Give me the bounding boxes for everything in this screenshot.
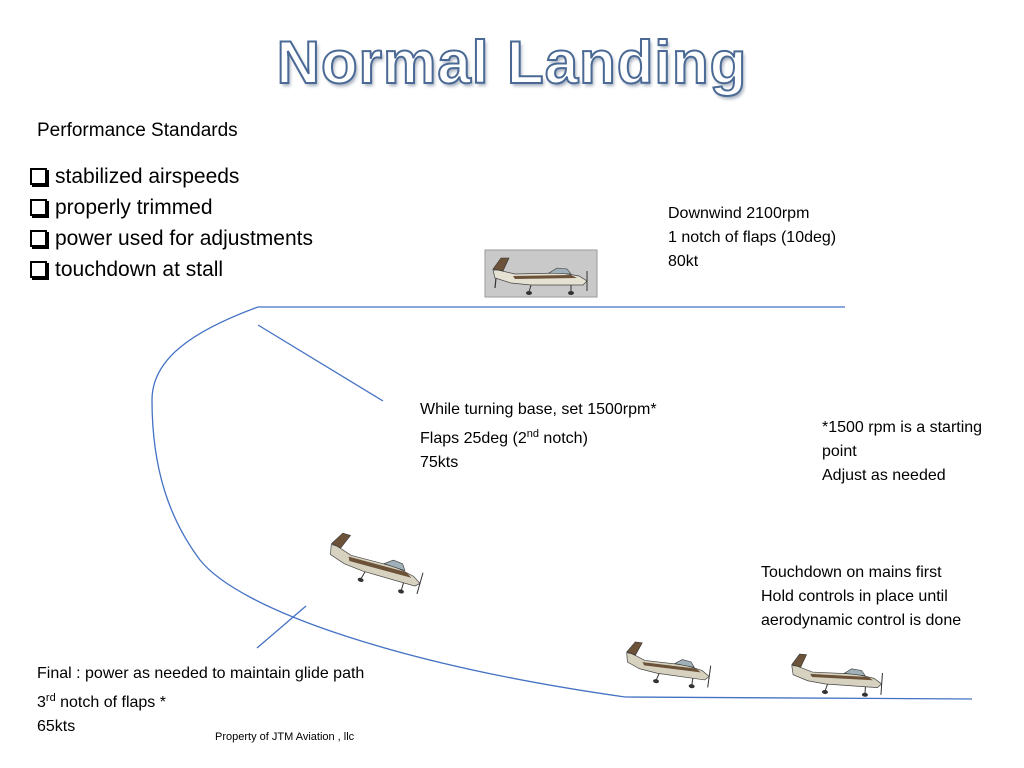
- base-callout-line: [257, 324, 384, 402]
- final-note-text: 3: [37, 694, 46, 711]
- checkbox-icon: [30, 168, 47, 185]
- checkbox-icon: [30, 261, 47, 278]
- rpm-note-line: point: [822, 443, 857, 460]
- base-note: While turning base, set 1500rpm* Flaps 2…: [420, 398, 657, 475]
- airplane-icon: [791, 653, 883, 697]
- checklist-item: stabilized airspeeds: [30, 161, 313, 192]
- downwind-note-line: 1 notch of flaps (10deg): [668, 229, 837, 246]
- downwind-note: Downwind 2100rpm 1 notch of flaps (10deg…: [668, 202, 836, 274]
- downwind-note-line: 80kt: [668, 253, 699, 270]
- checkbox-icon: [30, 199, 47, 216]
- rpm-note-line: *1500 rpm is a starting: [822, 419, 983, 436]
- touchdown-airplane-image: [788, 653, 892, 702]
- checkbox-icon: [30, 230, 47, 247]
- rpm-note-line: Adjust as needed: [822, 467, 946, 484]
- slide-title: Normal Landing: [276, 28, 748, 97]
- base-note-superscript: nd: [526, 428, 539, 440]
- rpm-note: *1500 rpm is a starting point Adjust as …: [822, 416, 982, 488]
- checklist-item-label: stabilized airspeeds: [55, 165, 240, 188]
- touchdown-note-line: Touchdown on mains first: [761, 564, 942, 581]
- airplane-icon: [484, 249, 598, 298]
- checklist-item-label: touchdown at stall: [55, 258, 224, 281]
- final-note-line: Final : power as needed to maintain glid…: [37, 665, 365, 682]
- final-note-superscript: rd: [45, 692, 56, 704]
- checklist-item-label: properly trimmed: [55, 196, 213, 219]
- performance-standards-heading: Performance Standards: [37, 120, 238, 141]
- base-note-line: While turning base, set 1500rpm*: [420, 401, 657, 418]
- pattern-path: [151, 306, 973, 700]
- checklist-item: touchdown at stall: [30, 254, 313, 285]
- final-note-line: 65kts: [37, 718, 76, 735]
- final-callout-line: [256, 605, 307, 649]
- final-approach-airplane-image: [322, 532, 432, 600]
- base-note-text: notch): [538, 430, 588, 447]
- touchdown-note: Touchdown on mains first Hold controls i…: [761, 561, 961, 633]
- footer-text: Property of JTM Aviation , llc: [215, 731, 355, 743]
- airplane-icon: [330, 532, 424, 595]
- downwind-airplane-image: [484, 249, 598, 298]
- airplane-icon: [626, 641, 712, 689]
- checklist-item: properly trimmed: [30, 192, 313, 223]
- checklist-item-label: power used for adjustments: [55, 227, 313, 250]
- base-note-line: 75kts: [420, 454, 459, 471]
- base-note-text: Flaps 25deg (2: [420, 430, 527, 447]
- touchdown-note-line: aerodynamic control is done: [761, 612, 962, 629]
- performance-checklist: stabilized airspeeds properly trimmed po…: [30, 161, 313, 285]
- final-note-text: notch of flaps *: [55, 694, 166, 711]
- base-note-line: Flaps 25deg (2nd notch): [420, 422, 657, 451]
- flare-airplane-image: [622, 641, 718, 692]
- final-note: Final : power as needed to maintain glid…: [37, 662, 364, 739]
- checklist-item: power used for adjustments: [30, 223, 313, 254]
- touchdown-note-line: Hold controls in place until: [761, 588, 948, 605]
- final-note-line: 3rd notch of flaps *: [37, 686, 364, 715]
- downwind-note-line: Downwind 2100rpm: [668, 205, 810, 222]
